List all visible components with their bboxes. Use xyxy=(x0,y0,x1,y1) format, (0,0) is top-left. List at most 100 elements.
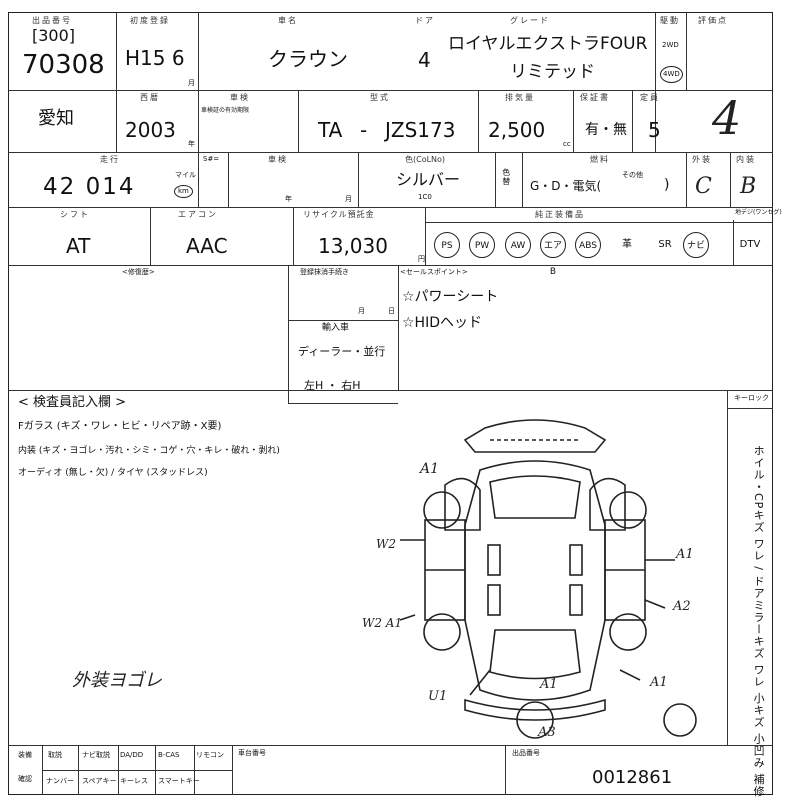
equipment-item-5: 革 xyxy=(622,239,632,250)
equipment-item-7: ナビ xyxy=(683,232,709,258)
interior-line: 内装 (キズ・ヨゴレ・汚れ・シミ・コゲ・穴・キレ・破れ・剥れ) xyxy=(18,446,280,456)
sales-points-label: <セールスポイント> xyxy=(400,268,468,276)
mark-rear-left: U1 xyxy=(428,689,448,704)
recycle-label: リサイクル預託金 xyxy=(303,210,375,219)
handwritten-exterior-note: 外装ヨゴレ xyxy=(72,670,162,691)
lot-number: 70308 xyxy=(22,50,105,80)
score-handwritten: 4 xyxy=(712,91,742,145)
divider xyxy=(8,207,773,208)
divider xyxy=(8,265,773,266)
recall-label: 車検 xyxy=(268,155,288,164)
recall-year-unit: 年 xyxy=(285,195,292,203)
footer-item-top-4: リモコン xyxy=(196,751,224,759)
year-label: 西暦 xyxy=(140,93,160,102)
fuel-close: ) xyxy=(664,177,670,193)
interior-grade: B xyxy=(740,174,757,199)
registration-day: 日 xyxy=(388,307,395,315)
dealer-option: ディーラー・並行 xyxy=(298,345,386,358)
region: 愛知 xyxy=(38,108,74,129)
chassis-number-label: 車台番号 xyxy=(238,749,266,757)
model-code: JZS173 xyxy=(385,118,456,142)
footer-label-2: 確認 xyxy=(18,775,32,783)
first-registration-label: 初度登録 xyxy=(130,16,170,25)
displacement-label: 排気量 xyxy=(505,93,535,102)
drive-2wd: 2WD xyxy=(662,41,679,49)
footer-item-top-3: B-CAS xyxy=(158,751,180,759)
footer-item-top-1: ナビ取説 xyxy=(82,751,110,759)
ac-label: エアコン xyxy=(178,210,218,219)
mark-front-left: A1 xyxy=(420,461,440,477)
equipment-item-2: AW xyxy=(505,232,531,258)
color-change-label: 色替 xyxy=(501,168,511,186)
lot-number-bracket: [300] xyxy=(32,26,76,45)
sales-point-2: ☆HIDヘッド xyxy=(402,315,482,331)
equipment-item-3: エアB xyxy=(540,232,566,277)
color: シルバー xyxy=(396,170,461,189)
month-unit: 月 xyxy=(188,79,195,87)
model-year: 2003 xyxy=(125,118,176,142)
divider xyxy=(8,390,773,391)
mark-left-door: W2 xyxy=(376,537,396,551)
model-prefix: TA xyxy=(318,118,343,142)
car-name: クラウン xyxy=(268,47,348,71)
footer-item-top-0: 取説 xyxy=(48,751,62,759)
drive-label: 駆動 xyxy=(660,16,680,25)
recall-month-unit: 月 xyxy=(345,195,352,203)
capacity: 5 xyxy=(648,118,661,142)
equipment-label: 純正装備品 xyxy=(535,210,585,219)
footer-item-bottom-2: キーレス xyxy=(120,777,148,785)
serial-number: 0012861 xyxy=(592,767,673,788)
warranty-label: 保証書 xyxy=(580,93,610,102)
equipment-item-6: SR xyxy=(658,239,672,250)
warranty: 有・無 xyxy=(585,122,627,138)
mileage-unit-mile: マイル xyxy=(175,171,196,179)
keylock-label: キーロック xyxy=(734,394,769,402)
divider xyxy=(8,745,773,746)
displacement: 2,500 xyxy=(488,118,546,142)
grade-line1: ロイヤルエクストラFOUR xyxy=(448,34,648,54)
equipment-item-1: PW xyxy=(469,232,495,258)
mark-right-rear: A2 xyxy=(673,599,691,614)
recycle-unit: 円 xyxy=(418,255,425,263)
repair-history-label: <修復歴> xyxy=(122,268,155,276)
score-label: 評価点 xyxy=(698,16,728,25)
equipment-item-4: ABS xyxy=(575,232,601,258)
registration-label: 登録抹消手続き xyxy=(300,268,349,276)
mark-right-door: A1 xyxy=(676,547,694,562)
ac: AAC xyxy=(186,234,228,258)
fuel: G・D・電気( xyxy=(530,179,602,193)
inspector-notes-title: < 検査員記入欄 > xyxy=(18,395,127,410)
model-label: 型式 xyxy=(370,93,390,102)
grade-line2: リミテッド xyxy=(510,62,595,82)
recycle-fee: 13,030 xyxy=(318,234,388,258)
inspection-sub: 車検証の有効期限 xyxy=(201,107,250,114)
color-code: 1C0 xyxy=(418,193,432,201)
capacity-label: 定員 xyxy=(640,93,660,102)
mileage-label: 走行 xyxy=(100,155,120,164)
interior-label: 内装 xyxy=(736,155,756,164)
sn-label: S#= xyxy=(203,155,220,163)
lot-number-label: 出品番号 xyxy=(32,16,72,25)
fuel-other: その他 xyxy=(622,171,643,179)
exterior-label: 外装 xyxy=(692,155,712,164)
first-registration: H15 6 xyxy=(125,46,185,70)
fuel-label: 燃料 xyxy=(590,155,610,164)
inspection-sheet xyxy=(8,12,773,795)
divider xyxy=(8,152,773,153)
shift-label: シフト xyxy=(60,210,90,219)
shuppin-number-label: 出品番号 xyxy=(512,749,540,757)
footer-item-bottom-3: スマートキー xyxy=(158,777,200,785)
shift: AT xyxy=(66,234,91,258)
footer-item-bottom-1: スペアキー xyxy=(82,777,117,785)
mileage-unit-km: km xyxy=(174,185,193,198)
inspection-label: 車検 xyxy=(230,93,250,102)
audio-tire-line: オーディオ (無し・欠) / タイヤ (スタッドレス) xyxy=(18,468,208,478)
registration-month: 月 xyxy=(358,307,365,315)
model-dash: - xyxy=(360,118,368,142)
dtv-label: 地デジ(ワンセグ) xyxy=(735,209,782,216)
equipment-item-8: DTV xyxy=(739,239,761,250)
wheel-mirror-note: ホイル・CPキズ ワレ / ドアミラーキズ ワレ 小キズ 小凹み 補修 xyxy=(752,445,766,798)
steering-option: 左H ・ 右H xyxy=(304,379,361,392)
divider xyxy=(8,90,773,91)
drive-4wd-circled: 4WD xyxy=(660,66,683,83)
